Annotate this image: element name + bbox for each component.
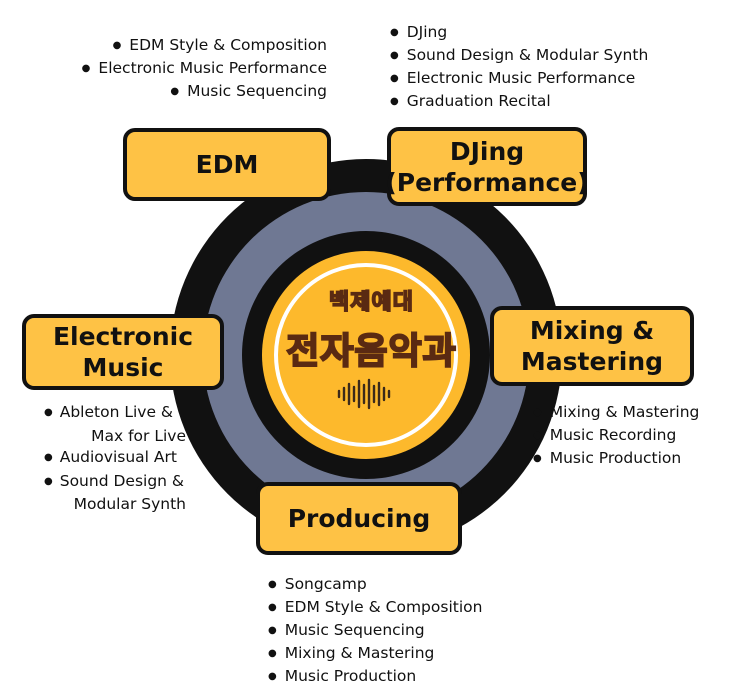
sound-wave-icon <box>337 378 391 410</box>
list-item: ●Audiovisual Art <box>44 448 177 466</box>
center-disc-inner <box>280 269 452 441</box>
list-item: Graduation Recital <box>390 91 648 114</box>
list-item: Mixing & Mastering <box>268 643 482 666</box>
segment-edm: EDM <box>123 128 331 201</box>
electronic-music-course-list: ●Ableton Live & Max for Live ●Audiovisua… <box>44 402 186 516</box>
producing-course-list: Songcamp EDM Style & Composition Music S… <box>268 574 483 689</box>
department-name: 전자음악과 <box>285 330 457 373</box>
djing-course-list: DJing Sound Design & Modular Synth Elect… <box>390 22 649 114</box>
list-item-continuation: Max for Live <box>91 426 186 445</box>
list-item: DJing <box>390 22 648 45</box>
center-disc-ring <box>274 263 458 447</box>
list-item: EDM Style & Composition <box>268 597 483 620</box>
list-item: ●Ableton Live & <box>44 403 173 421</box>
list-item: Electronic Music Performance <box>82 58 327 81</box>
segment-mixing-mastering: Mixing & Mastering <box>490 306 694 386</box>
segment-electronic-music: Electronic Music <box>22 314 224 390</box>
list-item-continuation: Modular Synth <box>73 495 186 513</box>
list-item: EDM Style & Composition <box>82 35 327 58</box>
list-item: Music Sequencing <box>82 81 327 104</box>
list-item: Sound Design & Modular Synth <box>390 45 649 68</box>
mixing-course-list: Mixing & Mastering Music Recording Music… <box>533 402 700 471</box>
list-item: Music Recording <box>533 425 699 448</box>
list-item: Songcamp <box>268 574 482 597</box>
edm-course-list: EDM Style & Composition Electronic Music… <box>82 35 327 104</box>
list-item: Music Production <box>533 448 699 471</box>
school-name: 백제예대 <box>328 289 414 316</box>
list-item: Music Production <box>268 666 482 689</box>
list-item: ●Sound Design & <box>44 471 184 490</box>
list-item: Electronic Music Performance <box>390 68 648 91</box>
segment-djing: DJing (Performance) <box>385 127 589 206</box>
list-item: Mixing & Mastering <box>533 402 700 425</box>
segment-producing: Producing <box>256 482 462 555</box>
list-item: Music Sequencing <box>268 620 482 643</box>
